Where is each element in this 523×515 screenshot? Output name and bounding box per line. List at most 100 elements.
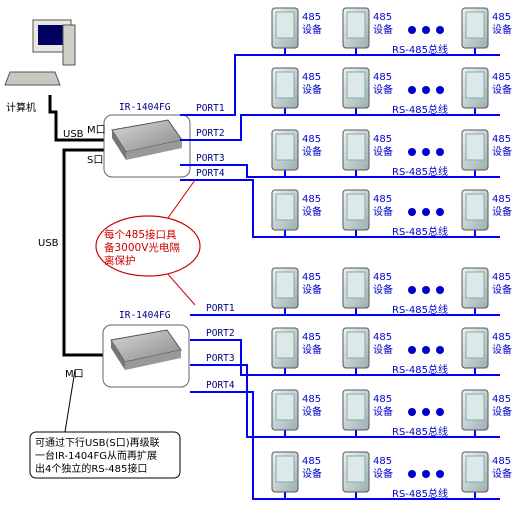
ellipsis-dot [408, 286, 416, 294]
cascade-line-2: 一台IR-1404FG从而再扩展 [35, 449, 157, 462]
device-label: 设备 [302, 283, 322, 296]
device-label: 485 [373, 332, 392, 343]
device-rows: 485设备485设备485设备RS-485总线485设备485设备485设备RS… [271, 7, 512, 500]
port-bus-line [190, 339, 500, 376]
port-label: PORT2 [196, 128, 225, 139]
port-bus-line [180, 54, 500, 116]
device-label: 485 [492, 12, 511, 23]
device-label: 485 [373, 12, 392, 23]
usb-label-top: USB [63, 129, 84, 140]
device-label: 485 [373, 72, 392, 83]
device-screen [465, 11, 485, 39]
port-label: PORT1 [196, 103, 225, 114]
device-label: 485 [302, 394, 321, 405]
device-label: 设备 [302, 405, 322, 418]
ellipsis-dot [422, 86, 430, 94]
port-bus-line [190, 391, 500, 500]
ellipsis-dot [436, 26, 444, 34]
hub-1-m-port: M口 [87, 125, 106, 136]
ellipsis-dot [408, 86, 416, 94]
device-screen [465, 133, 485, 161]
ellipsis-dot [408, 346, 416, 354]
device-label: 设备 [492, 83, 512, 96]
port-label: PORT2 [206, 328, 235, 339]
device-label: 设备 [373, 467, 393, 480]
ellipsis-dot [422, 346, 430, 354]
ellipsis-dot [436, 408, 444, 416]
device-screen [465, 71, 485, 99]
bus-label: RS-485总线 [392, 363, 448, 376]
device-label: 485 [302, 456, 321, 467]
port-bus-line [180, 179, 500, 238]
device-label: 485 [302, 134, 321, 145]
device-label: 设备 [373, 145, 393, 158]
device-label: 设备 [492, 145, 512, 158]
device-label: 485 [373, 194, 392, 205]
cascade-callout [29, 369, 181, 479]
isolation-callout [95, 179, 201, 306]
device-label: 设备 [302, 343, 322, 356]
bus-label: RS-485总线 [392, 165, 448, 178]
ellipsis-dot [408, 470, 416, 478]
ellipsis-dot [408, 26, 416, 34]
device-label: 设备 [373, 205, 393, 218]
isolation-line-1: 每个485接口具 [104, 228, 177, 241]
ellipsis-dot [436, 208, 444, 216]
device-screen [465, 331, 485, 359]
port-label: PORT4 [196, 168, 225, 179]
device-label: 设备 [373, 23, 393, 36]
usb-wiring [48, 95, 106, 357]
device-label: 设备 [492, 23, 512, 36]
isolation-line-3: 离保护 [104, 254, 136, 267]
bus-label: RS-485总线 [392, 487, 448, 500]
cascade-line-3: 出4个独立的RS-485接口 [35, 462, 147, 475]
device-label: 485 [492, 134, 511, 145]
ellipsis-dot [436, 148, 444, 156]
device-screen [275, 193, 295, 221]
device-label: 485 [492, 332, 511, 343]
bus-label: RS-485总线 [392, 425, 448, 438]
device-label: 设备 [302, 23, 322, 36]
device-label: 设备 [373, 283, 393, 296]
device-label: 设备 [373, 343, 393, 356]
ellipsis-dot [436, 470, 444, 478]
device-label: 485 [302, 12, 321, 23]
port-label: PORT1 [206, 303, 235, 314]
device-label: 设备 [492, 205, 512, 218]
device-label: 设备 [373, 405, 393, 418]
device-screen [346, 71, 366, 99]
device-screen [275, 393, 295, 421]
device-label: 设备 [302, 145, 322, 158]
device-screen [275, 271, 295, 299]
bus-label: RS-485总线 [392, 43, 448, 56]
device-screen [346, 11, 366, 39]
device-screen [346, 455, 366, 483]
device-label: 485 [492, 456, 511, 467]
device-label: 485 [492, 272, 511, 283]
device-screen [346, 331, 366, 359]
usb-label-side: USB [38, 238, 59, 249]
ellipsis-dot [422, 408, 430, 416]
device-label: 485 [373, 394, 392, 405]
device-label: 485 [302, 72, 321, 83]
port-bus-line [190, 364, 500, 438]
cascade-line-1: 可通过下行USB(S口)再级联 [35, 436, 160, 449]
device-screen [465, 455, 485, 483]
ellipsis-dot [422, 26, 430, 34]
device-label: 设备 [302, 83, 322, 96]
ellipsis-dot [408, 208, 416, 216]
ellipsis-dot [408, 148, 416, 156]
ellipsis-dot [422, 286, 430, 294]
bus-label: RS-485总线 [392, 225, 448, 238]
device-screen [346, 271, 366, 299]
device-screen [465, 393, 485, 421]
ellipsis-dot [422, 470, 430, 478]
hub-1 [103, 114, 191, 178]
ellipsis-dot [408, 408, 416, 416]
ellipsis-dot [422, 208, 430, 216]
port-bus-line [180, 164, 500, 178]
ellipsis-dot [436, 86, 444, 94]
device-label: 设备 [492, 467, 512, 480]
